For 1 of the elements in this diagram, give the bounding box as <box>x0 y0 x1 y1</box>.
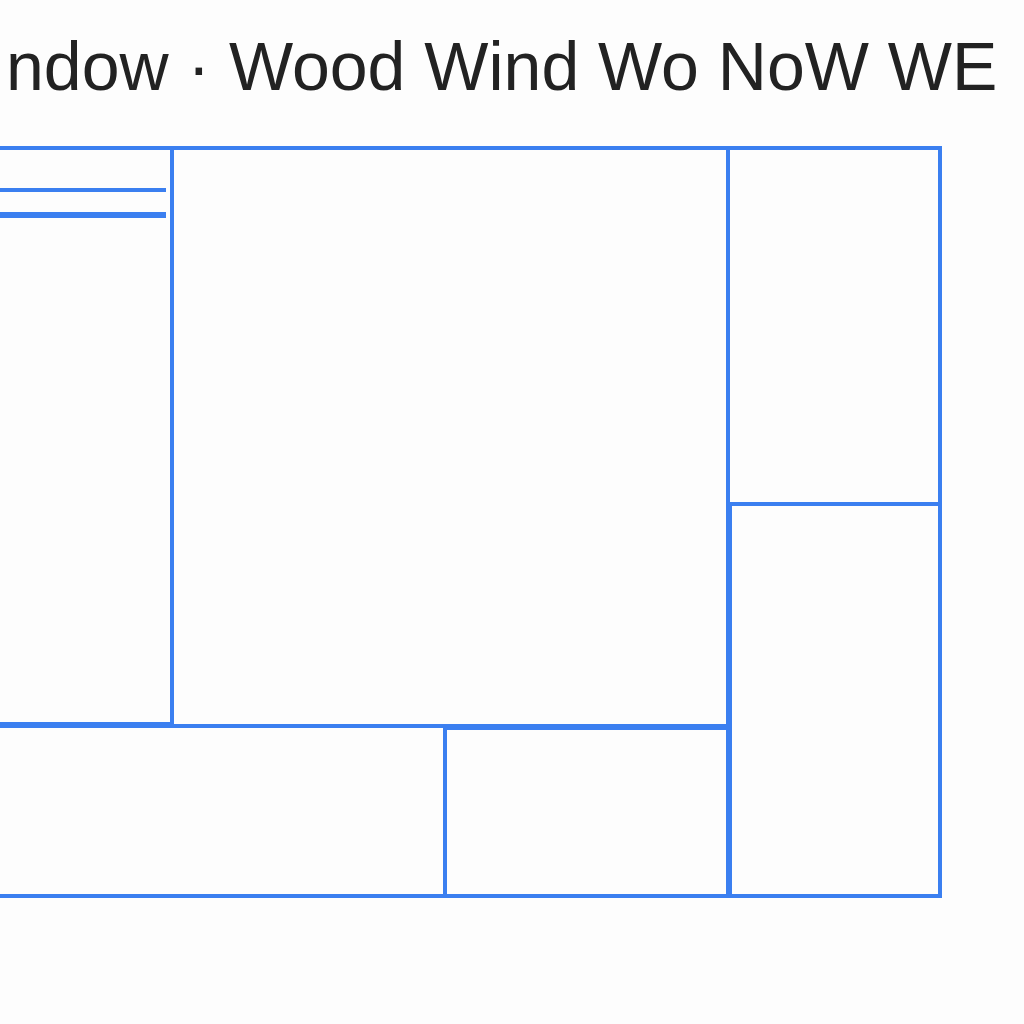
title: ndow · Wood Wind Wo NoW WE <box>6 27 998 106</box>
